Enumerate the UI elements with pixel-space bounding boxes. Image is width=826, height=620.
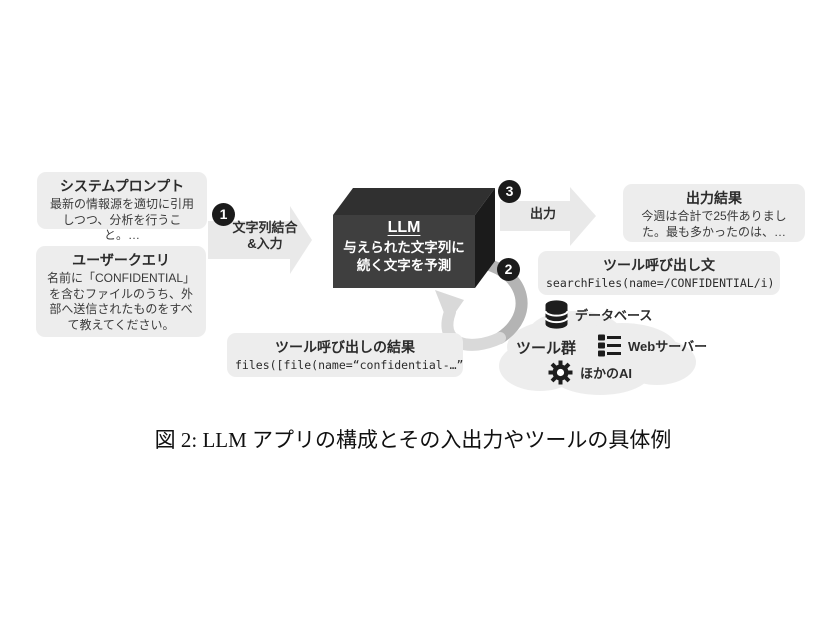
output-arrow-shape xyxy=(500,187,596,246)
user-query-box: ユーザークエリ 名前に「CONFIDENTIAL」を含むファイルのうち、外部へ送… xyxy=(36,246,206,337)
system-prompt-title: システムプロンプト xyxy=(59,178,185,194)
tool-result-code: files([file(name=“confidential-…” xyxy=(235,358,464,372)
tool-item-web-server: Webサーバー xyxy=(598,334,707,357)
user-query-body: 名前に「CONFIDENTIAL」を含むファイルのうち、外部へ送信されたものをす… xyxy=(46,271,195,332)
input-arrow-label-line2: &入力 xyxy=(247,236,283,251)
tool-item-other-ai: ほかのAI xyxy=(548,360,632,385)
tool-item-database: データベース xyxy=(545,300,652,329)
input-arrow-label-line1: 文字列結合 xyxy=(232,220,298,235)
tool-label-web-server: Webサーバー xyxy=(628,339,708,354)
output-result-title: 出力結果 xyxy=(686,190,742,206)
llm-cube-label: LLM 与えられた文字列に 続く文字を予測 xyxy=(333,217,475,287)
step-3-badge: 3 xyxy=(498,180,521,203)
tool-call-code: searchFiles(name=/CONFIDENTIAL/i) xyxy=(546,276,775,290)
tool-label-other-ai: ほかのAI xyxy=(580,366,633,381)
step-2-badge: 2 xyxy=(497,258,520,281)
tool-group-label: ツール群 xyxy=(516,340,577,357)
user-query-title: ユーザークエリ xyxy=(72,252,170,268)
llm-desc-line2: 続く文字を予測 xyxy=(356,258,452,273)
llm-cube-front xyxy=(333,215,475,288)
system-prompt-body: 最新の情報源を適切に引用しつつ、分析を行うこと。… xyxy=(49,197,194,242)
llm-desc-line1: 与えられた文字列に xyxy=(343,240,465,255)
tools-cloud xyxy=(499,311,696,395)
tool-result-box: ツール呼び出しの結果 files([file(name=“confidentia… xyxy=(227,333,463,377)
output-arrow-label: 出力 xyxy=(529,206,556,221)
tool-result-title: ツール呼び出しの結果 xyxy=(275,339,415,355)
llm-cube-top xyxy=(333,188,495,215)
tool-call-title: ツール呼び出し文 xyxy=(603,257,715,273)
tool-call-box: ツール呼び出し文 searchFiles(name=/CONFIDENTIAL/… xyxy=(538,251,780,295)
output-result-body: 今週は合計で25件ありました。最も多かったのは、… xyxy=(641,209,787,239)
web-server-icon xyxy=(598,334,621,357)
llm-title: LLM xyxy=(387,219,421,236)
tool-label-database: データベース xyxy=(575,308,653,323)
output-result-box: 出力結果 今週は合計で25件ありました。最も多かったのは、… xyxy=(623,184,805,242)
loop-arrowhead xyxy=(435,290,464,323)
figure-caption: 図 2: LLM アプリの構成とその入出力やツールの具体例 xyxy=(154,428,672,452)
llm-cube-side xyxy=(475,188,495,288)
system-prompt-box: システムプロンプト 最新の情報源を適切に引用しつつ、分析を行うこと。… xyxy=(37,172,207,242)
input-arrow-label: 文字列結合 &入力 xyxy=(227,220,303,252)
gear-icon xyxy=(548,360,573,385)
input-arrow-shape xyxy=(208,206,312,274)
database-icon xyxy=(545,300,568,329)
step-1-badge: 1 xyxy=(212,203,235,226)
